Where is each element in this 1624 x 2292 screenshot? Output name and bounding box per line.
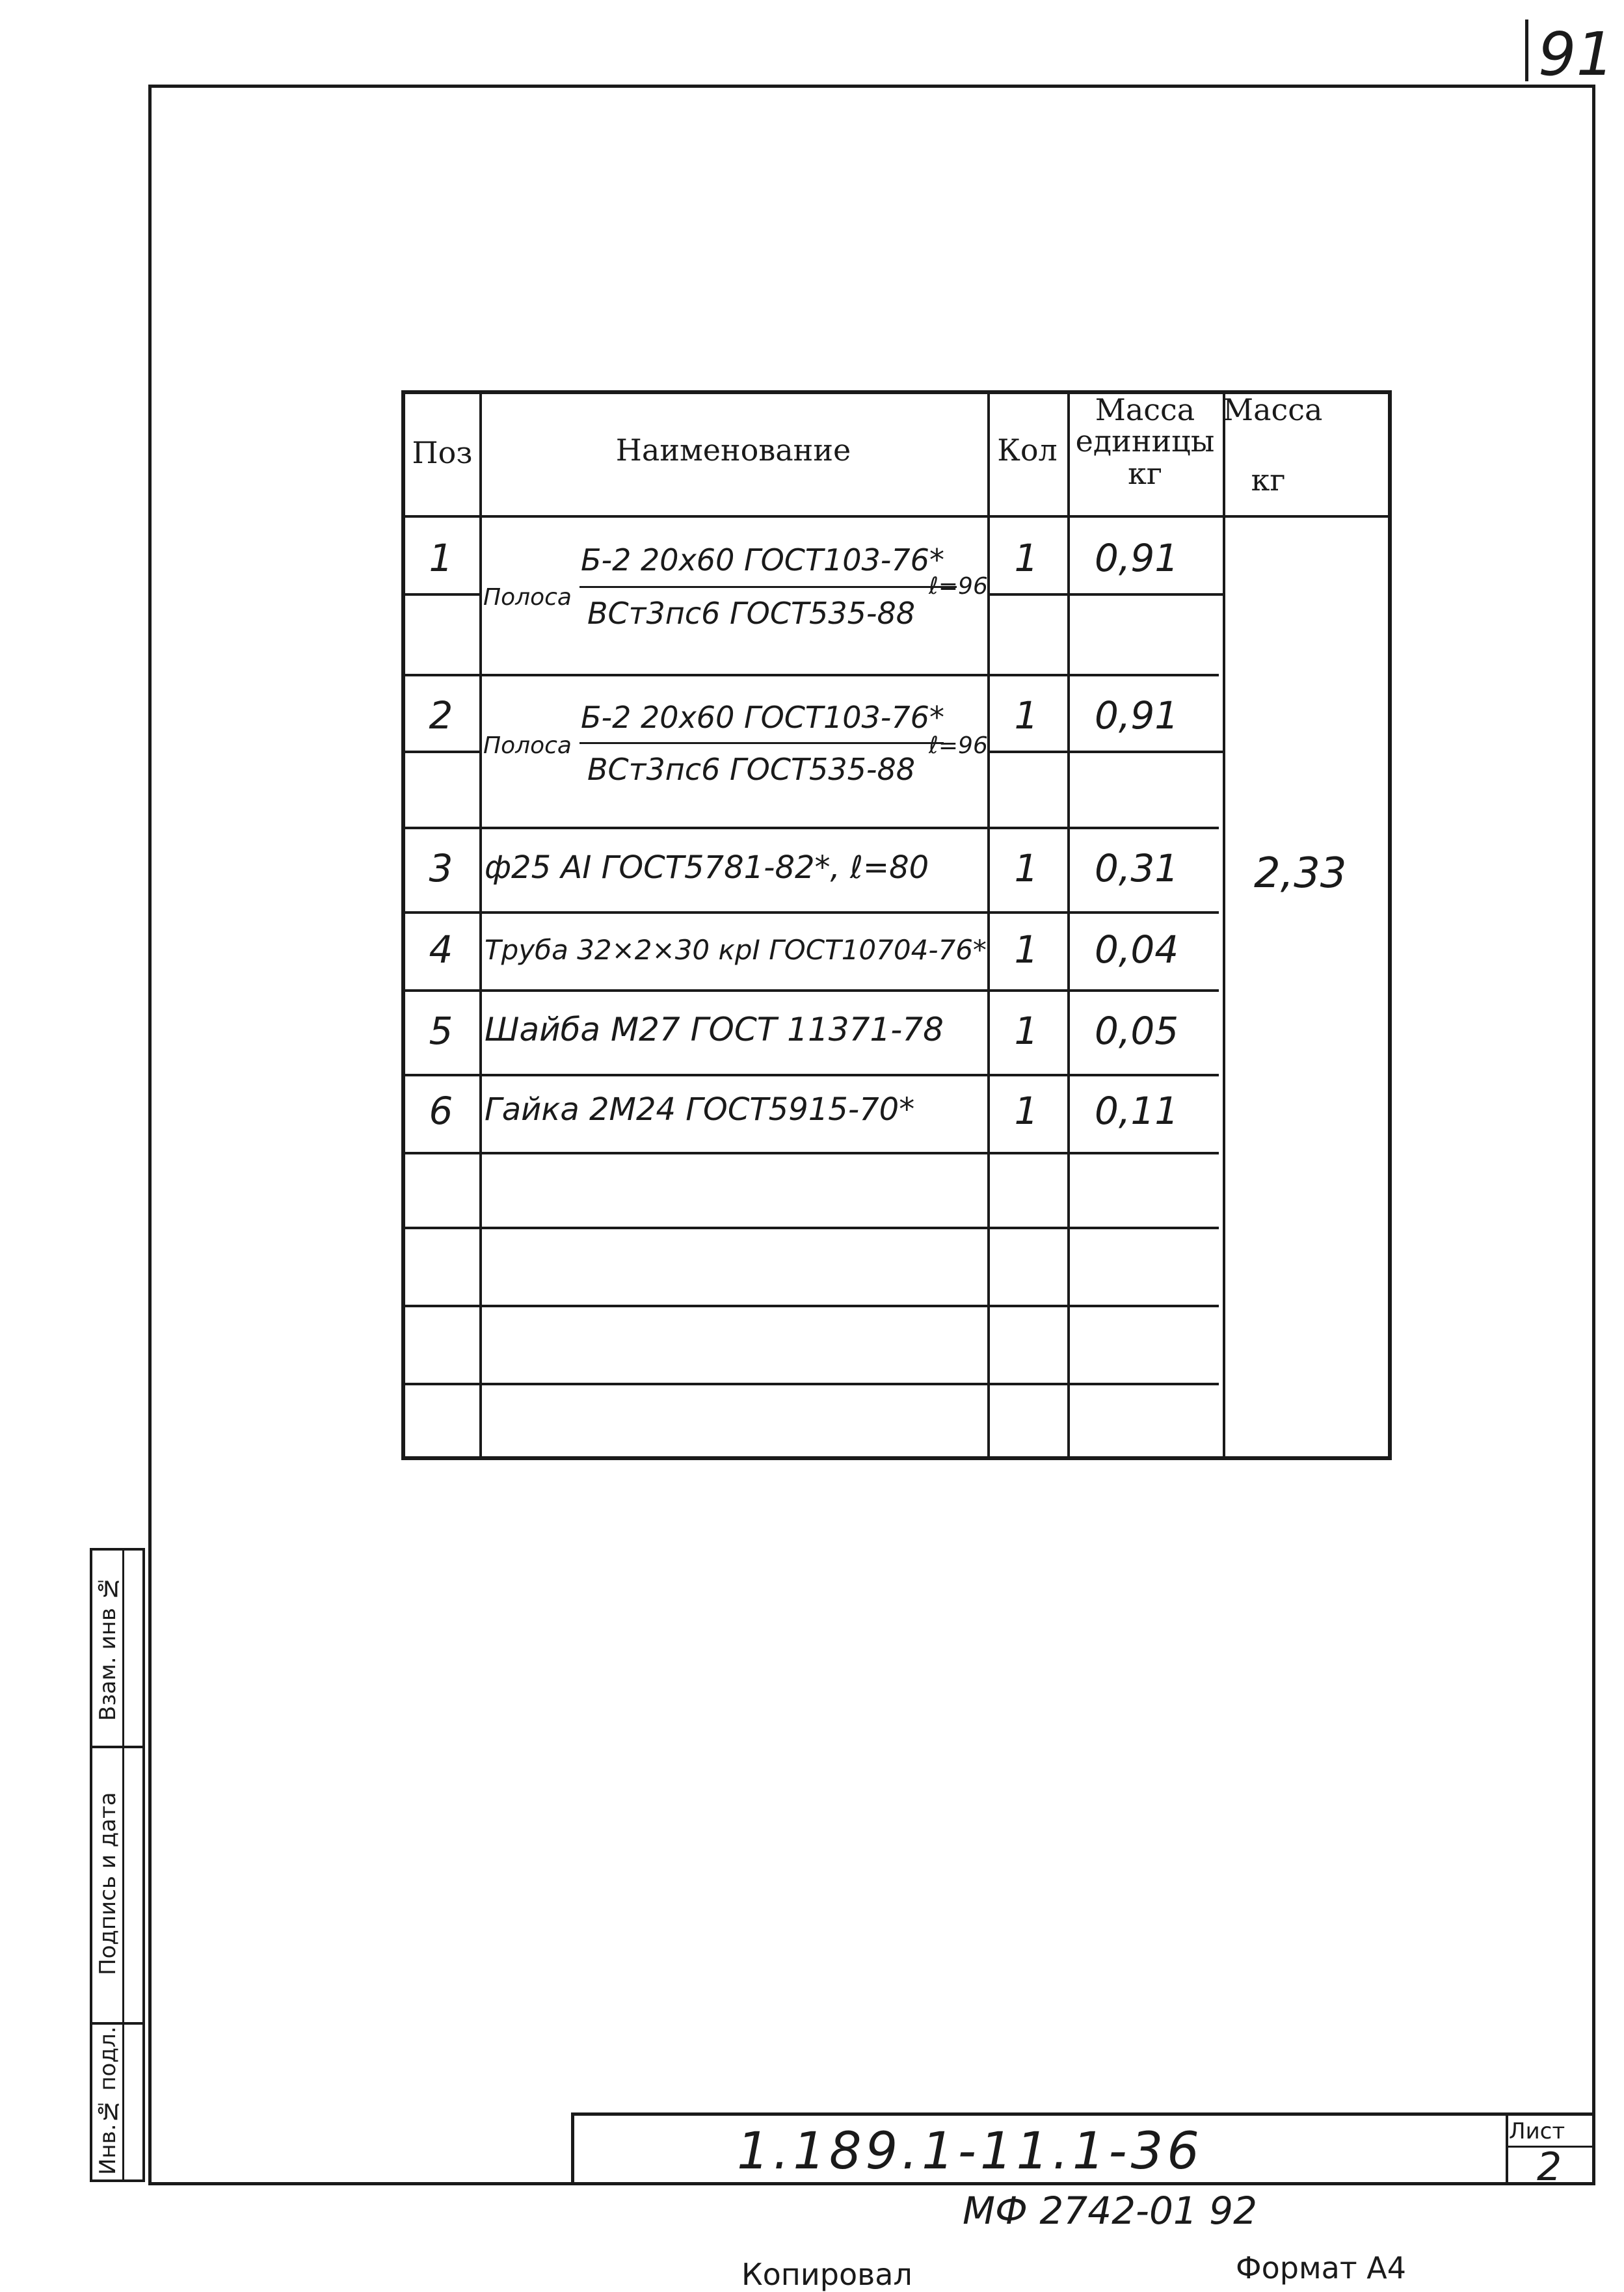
header-unit-mass-3: кг [1128, 456, 1162, 491]
row-3-name: ф25 АI ГОСТ5781-82*, ℓ=80 [485, 849, 929, 886]
row-5-name: Шайба М27 ГОСТ 11371-78 [485, 1011, 944, 1048]
drawing-frame [148, 85, 1595, 2185]
row-3-unit-mass: 0,31 [1095, 846, 1179, 890]
header-unit-mass-1: Масса [1095, 392, 1195, 427]
row-6-qty: 1 [1014, 1089, 1039, 1133]
stamp-sign-date: Подпись и дата [95, 1792, 121, 1976]
row-5-unit-mass: 0,05 [1095, 1009, 1179, 1053]
header-unit-mass-2: единицы [1075, 423, 1215, 459]
row-1-suffix: ℓ=96 [929, 573, 988, 600]
row-3-qty: 1 [1014, 846, 1039, 890]
row-6-pos: 6 [429, 1089, 453, 1133]
row-5-pos: 5 [429, 1009, 453, 1053]
row-4-qty: 1 [1014, 927, 1039, 972]
row-5-qty: 1 [1014, 1009, 1039, 1053]
row-6-unit-mass: 0,11 [1095, 1089, 1179, 1133]
header-mass-2: кг [1251, 462, 1286, 498]
title-block: 1.189.1-11.1-36 Лист 2 [571, 2112, 1592, 2190]
row-1-top: Б-2 20х60 ГОСТ103-76* [581, 542, 944, 578]
row-1-pos: 1 [429, 536, 453, 580]
footer-copied: Копировал [741, 2257, 912, 2292]
stamp-inv-orig: Инв.№ подл. [95, 2026, 121, 2176]
row-4-pos: 4 [429, 927, 453, 972]
sheet-label: Лист [1509, 2118, 1565, 2144]
side-stamp: Взам. инв № Подпись и дата Инв.№ подл. [90, 1548, 145, 2182]
row-4-name: Труба 32×2×30 крI ГОСТ10704-76* [485, 934, 987, 966]
row-1-prefix: Полоса [483, 584, 572, 611]
specification-table: Поз Наименование Кол Масса единицы кг Ма… [401, 390, 1392, 1460]
row-1-bottom: ВСт3пс6 ГОСТ535-88 [587, 596, 915, 631]
footer-format: Формат А4 [1236, 2250, 1406, 2285]
stamp-inv-replace: Взам. инв № [95, 1575, 121, 1722]
page-number: 91 [1538, 20, 1615, 89]
row-2-suffix: ℓ=96 [929, 732, 988, 759]
row-2-bottom: ВСт3пс6 ГОСТ535-88 [587, 752, 915, 787]
header-mass-1: Масса [1223, 392, 1323, 427]
total-mass: 2,33 [1254, 849, 1347, 898]
row-1-qty: 1 [1014, 536, 1039, 580]
page-number-mark [1525, 20, 1528, 81]
footer-code: МФ 2742-01 92 [963, 2189, 1257, 2233]
header-pos: Поз [412, 435, 473, 470]
header-qty: Кол [997, 433, 1058, 468]
designation: 1.189.1-11.1-36 [737, 2122, 1203, 2181]
row-3-pos: 3 [429, 846, 453, 890]
row-6-name: Гайка 2М24 ГОСТ5915-70* [485, 1091, 915, 1128]
row-2-qty: 1 [1014, 693, 1039, 738]
row-2-unit-mass: 0,91 [1095, 693, 1179, 738]
row-2-prefix: Полоса [483, 732, 572, 759]
row-4-unit-mass: 0,04 [1095, 927, 1179, 972]
sheet-number: 2 [1537, 2144, 1562, 2190]
row-2-pos: 2 [429, 693, 453, 738]
row-2-top: Б-2 20х60 ГОСТ103-76* [581, 700, 944, 735]
row-1-unit-mass: 0,91 [1095, 536, 1179, 580]
header-name: Наименование [615, 433, 851, 468]
